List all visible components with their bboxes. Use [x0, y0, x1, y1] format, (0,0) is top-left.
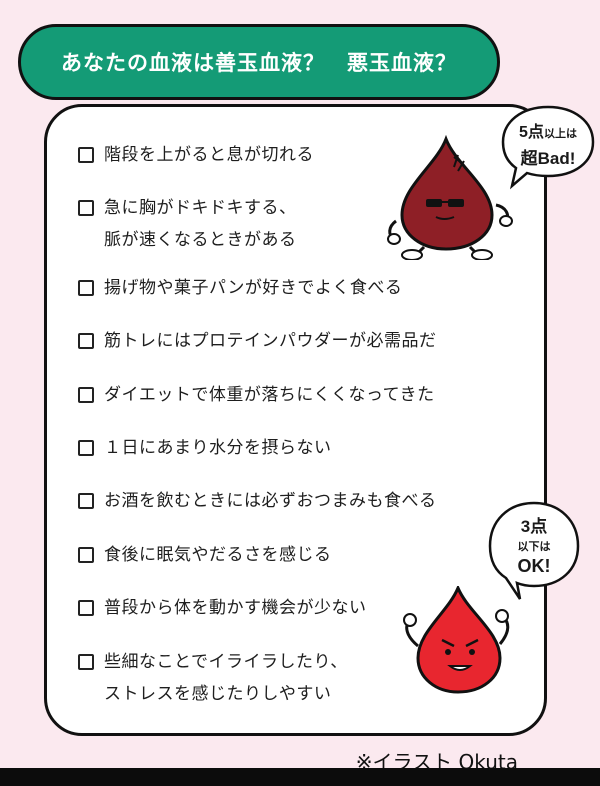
- item-text: 脈が速くなるときがある: [104, 230, 297, 250]
- checklist-item: 食後に眠気やだるさを感じる: [78, 543, 332, 567]
- checklist-item: ダイエットで体重が落ちにくくなってきた: [78, 383, 435, 407]
- checkbox[interactable]: [78, 600, 94, 616]
- checklist-item: 急に胸がドキドキする、 脈が速くなるときがある: [78, 196, 297, 252]
- item-text: 階段を上がると息が切れる: [104, 145, 314, 165]
- checkbox[interactable]: [78, 333, 94, 349]
- checkbox[interactable]: [78, 200, 94, 216]
- good-blood-drop-character: [403, 586, 510, 694]
- bubble-qualifier: 以下は: [517, 541, 551, 553]
- checkbox[interactable]: [78, 440, 94, 456]
- checkbox[interactable]: [78, 547, 94, 563]
- bubble-verdict: 超Bad!: [520, 149, 576, 168]
- checklist-item: 揚げ物や菓子パンが好きでよく食べる: [78, 276, 402, 300]
- bubble-qualifier: 以上は: [543, 128, 577, 140]
- item-text: 揚げ物や菓子パンが好きでよく食べる: [104, 278, 403, 298]
- item-text: 食後に眠気やだるさを感じる: [104, 545, 332, 565]
- checklist-item: お酒を飲むときには必ずおつまみも食べる: [78, 489, 437, 513]
- checkbox[interactable]: [78, 280, 94, 296]
- item-text: ストレスを感じたりしやすい: [104, 684, 332, 704]
- item-text: ダイエットで体重が落ちにくくなってきた: [104, 385, 435, 405]
- bottom-bar: [0, 768, 600, 786]
- bubble-count: 3点: [520, 517, 548, 536]
- item-text: 急に胸がドキドキする、: [104, 198, 297, 218]
- title-banner: あなたの血液は善玉血液？ 悪玉血液？: [18, 24, 500, 100]
- checklist-item: 階段を上がると息が切れる: [78, 143, 314, 167]
- item-text: 些細なことでイライラしたり、: [104, 652, 348, 672]
- item-text: 筋トレにはプロテインパウダーが必需品だ: [104, 331, 437, 351]
- item-text: 普段から体を動かす機会が少ない: [104, 598, 367, 618]
- checklist-item: 筋トレにはプロテインパウダーが必需品だ: [78, 329, 437, 353]
- checklist-item: 普段から体を動かす機会が少ない: [78, 596, 367, 620]
- speech-bubble-shape: [488, 501, 580, 600]
- bad-blood-drop-character: [387, 135, 513, 260]
- checklist-item: 些細なことでイライラしたり、 ストレスを感じたりしやすい: [78, 650, 348, 706]
- checkbox[interactable]: [78, 387, 94, 403]
- checkbox[interactable]: [78, 654, 94, 670]
- speech-bubble-good: 3点 以下は OK!: [486, 500, 582, 602]
- speech-bubble-bad: 5点以上は 超Bad!: [500, 104, 596, 190]
- checkbox[interactable]: [78, 493, 94, 509]
- bubble-verdict: OK!: [517, 556, 551, 576]
- item-text: １日にあまり水分を摂らない: [104, 438, 332, 458]
- page-title: あなたの血液は善玉血液？ 悪玉血液？: [61, 51, 457, 75]
- bubble-count: 5点: [519, 124, 544, 141]
- checklist-item: １日にあまり水分を摂らない: [78, 436, 332, 460]
- item-text: お酒を飲むときには必ずおつまみも食べる: [104, 491, 437, 511]
- checkbox[interactable]: [78, 147, 94, 163]
- speech-bubble-shape: [501, 105, 595, 190]
